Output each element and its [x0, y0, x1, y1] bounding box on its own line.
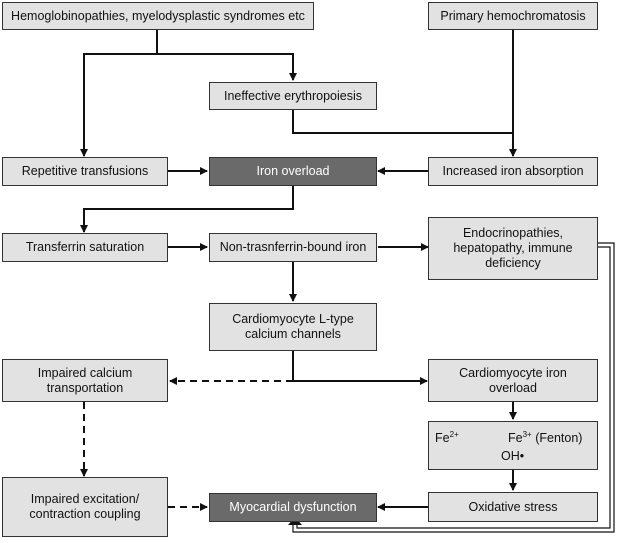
node-iron-overload: Iron overload: [209, 157, 377, 186]
node-transferrin-saturation: Transferrin saturation: [2, 233, 168, 262]
node-cardiomyocyte-iron-overload: Cardiomyocyte iron overload: [428, 359, 598, 402]
node-repetitive-transfusions: Repetitive transfusions: [2, 157, 168, 186]
edge-overload-to-transferrin: [80, 186, 294, 233]
node-hemoglobinopathies: Hemoglobinopathies, myelodysplastic synd…: [2, 2, 314, 30]
node-myocardial-dysfunction: Myocardial dysfunction: [209, 493, 377, 522]
node-ntbi: Non-trasnferrin-bound iron: [209, 233, 377, 262]
edge-to-ineffective-erythropoiesis: [157, 53, 297, 81]
fe3-label: Fe3+ (Fenton): [508, 430, 583, 445]
node-impaired-calcium: Impaired calcium transportation: [2, 359, 168, 402]
hydroxyl-radical-label: OH•: [501, 449, 525, 463]
node-fenton-reaction: Fe2+ Fe3+ (Fenton) OH•: [428, 421, 598, 470]
node-increased-iron-absorption: Increased iron absorption: [428, 157, 598, 186]
node-endocrinopathies: Endocrinopathies, hepatopathy, immune de…: [428, 217, 598, 280]
edge-endocrinopathies-to-myocardial-inner: [296, 246, 611, 529]
edge-ltype-to-iron-overload: [292, 351, 428, 385]
node-ineffective-erythropoiesis: Ineffective erythropoiesis: [209, 82, 377, 110]
fe2-label: Fe2+: [435, 430, 459, 445]
node-primary-hemochromatosis: Primary hemochromatosis: [428, 2, 598, 30]
edge-to-repetitive-transfusions: [80, 53, 157, 157]
edge-endocrinopathies-to-myocardial-outer: [292, 242, 615, 533]
node-ltype-channels: Cardiomyocyte L-type calcium channels: [209, 303, 377, 351]
node-impaired-excitation: Impaired excitation/ contraction couplin…: [2, 477, 168, 537]
node-oxidative-stress: Oxidative stress: [428, 492, 598, 522]
edge-ineffective-to-absorption: [292, 110, 513, 134]
